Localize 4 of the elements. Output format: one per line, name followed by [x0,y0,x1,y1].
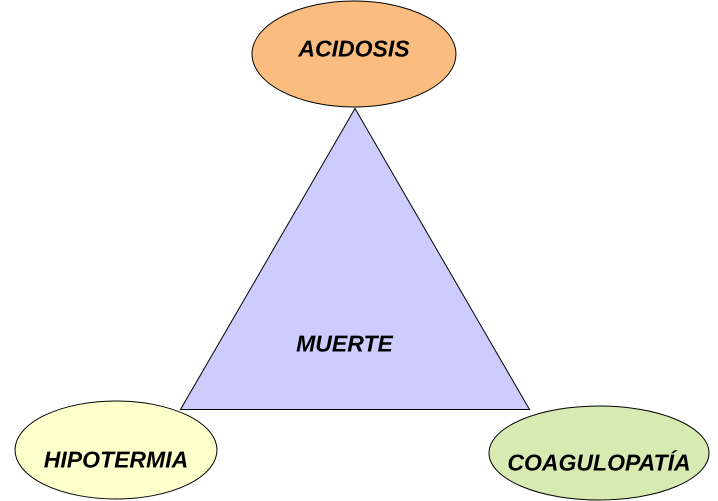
node-label: HIPOTERMIA [44,446,188,474]
node-label: MUERTE [296,330,393,358]
node-label: ACIDOSIS [298,35,410,62]
node-label: COAGULOPATÍA [507,449,691,476]
